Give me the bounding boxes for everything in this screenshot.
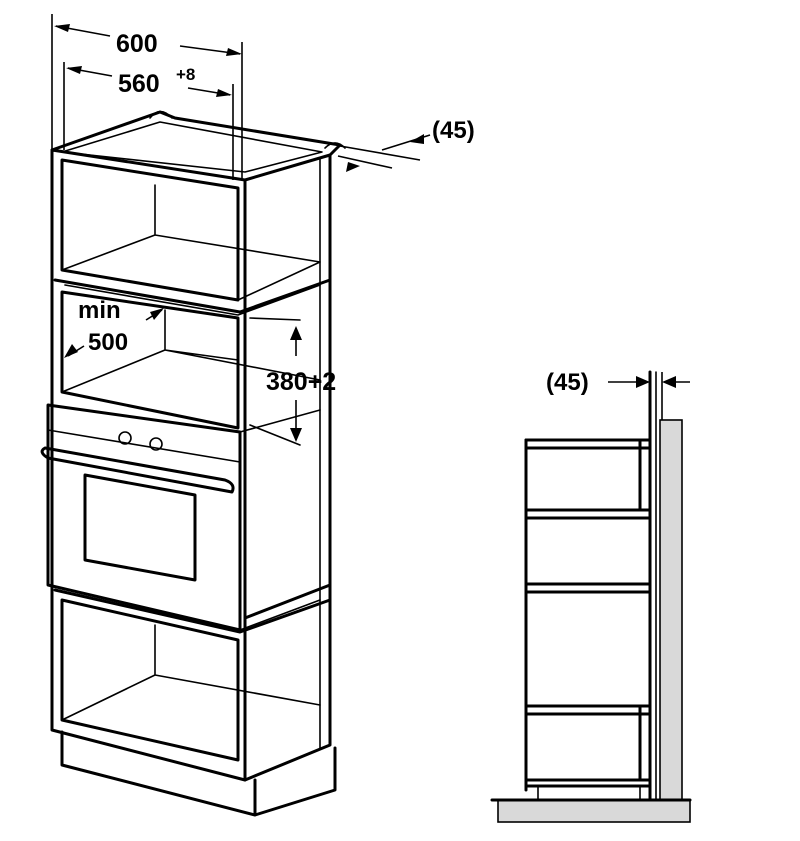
lower-compartment-inner — [61, 624, 321, 721]
oven-appliance — [40, 403, 321, 632]
dim-label-560-tolerance: +8 — [176, 65, 195, 84]
arrow-500-a — [150, 308, 164, 320]
upper-compartment-back — [61, 184, 321, 301]
oven-handle — [40, 446, 235, 494]
dim-label-45-top: (45) — [432, 117, 475, 144]
plinth-inner — [51, 729, 63, 733]
cabinet-plinth — [60, 730, 337, 817]
dim-label-45-side: (45) — [546, 369, 589, 396]
dim-label-500: 500 — [88, 329, 128, 356]
dim-label-560: 560 — [118, 70, 160, 98]
arrow-560-left — [66, 66, 82, 74]
section-shelf-1 — [524, 508, 652, 520]
dim-label-600: 600 — [116, 30, 158, 58]
dim-line-45-top-b — [337, 155, 393, 169]
upper-shelf-back — [64, 284, 321, 316]
section-shelf-3 — [524, 704, 652, 782]
niche-back-right — [249, 317, 301, 446]
arrow-600-left — [54, 24, 70, 32]
niche-inner — [61, 309, 321, 393]
arrow-45-top-b — [346, 162, 360, 172]
arrow-380-bottom — [290, 428, 302, 442]
arrow-560-right — [216, 89, 232, 97]
arrow-45-side-a — [636, 376, 650, 388]
oven-knob-left — [118, 431, 132, 445]
oven-window — [83, 473, 197, 582]
oven-right-side — [239, 409, 321, 631]
section-bottom — [524, 778, 652, 788]
arrow-600-right — [226, 48, 242, 56]
oven-panel-line — [47, 429, 241, 463]
cabinet-top-notch — [149, 110, 173, 119]
section-shelf-2 — [524, 582, 652, 594]
arrow-45-top — [410, 134, 424, 144]
cabinet-top-edge — [50, 110, 342, 157]
arrow-500-b — [64, 344, 78, 358]
lower-shelf — [53, 583, 332, 634]
upper-shelf-front — [53, 278, 332, 314]
oven-knob-right — [149, 437, 163, 451]
cabinet-top-back-line — [61, 121, 323, 173]
side-section-view: (45) — [490, 369, 692, 823]
dim-label-min: min — [78, 297, 121, 324]
dim-line-45-top-a — [339, 145, 421, 161]
arrow-380-top — [290, 326, 302, 340]
isometric-cabinet-view: 600 560 +8 (45) min 500 380+2 — [40, 14, 475, 817]
wall-section — [659, 419, 683, 801]
cabinet-side-panel — [243, 153, 332, 782]
niche-front — [60, 290, 240, 430]
dim-label-380: 380+2 — [266, 368, 336, 396]
upper-compartment-front — [60, 158, 240, 302]
lower-compartment-front — [60, 598, 240, 762]
section-plinth-legs — [537, 785, 641, 801]
section-upper-box — [524, 438, 652, 512]
floor-section — [497, 799, 691, 823]
arrow-45-side-b — [662, 376, 676, 388]
